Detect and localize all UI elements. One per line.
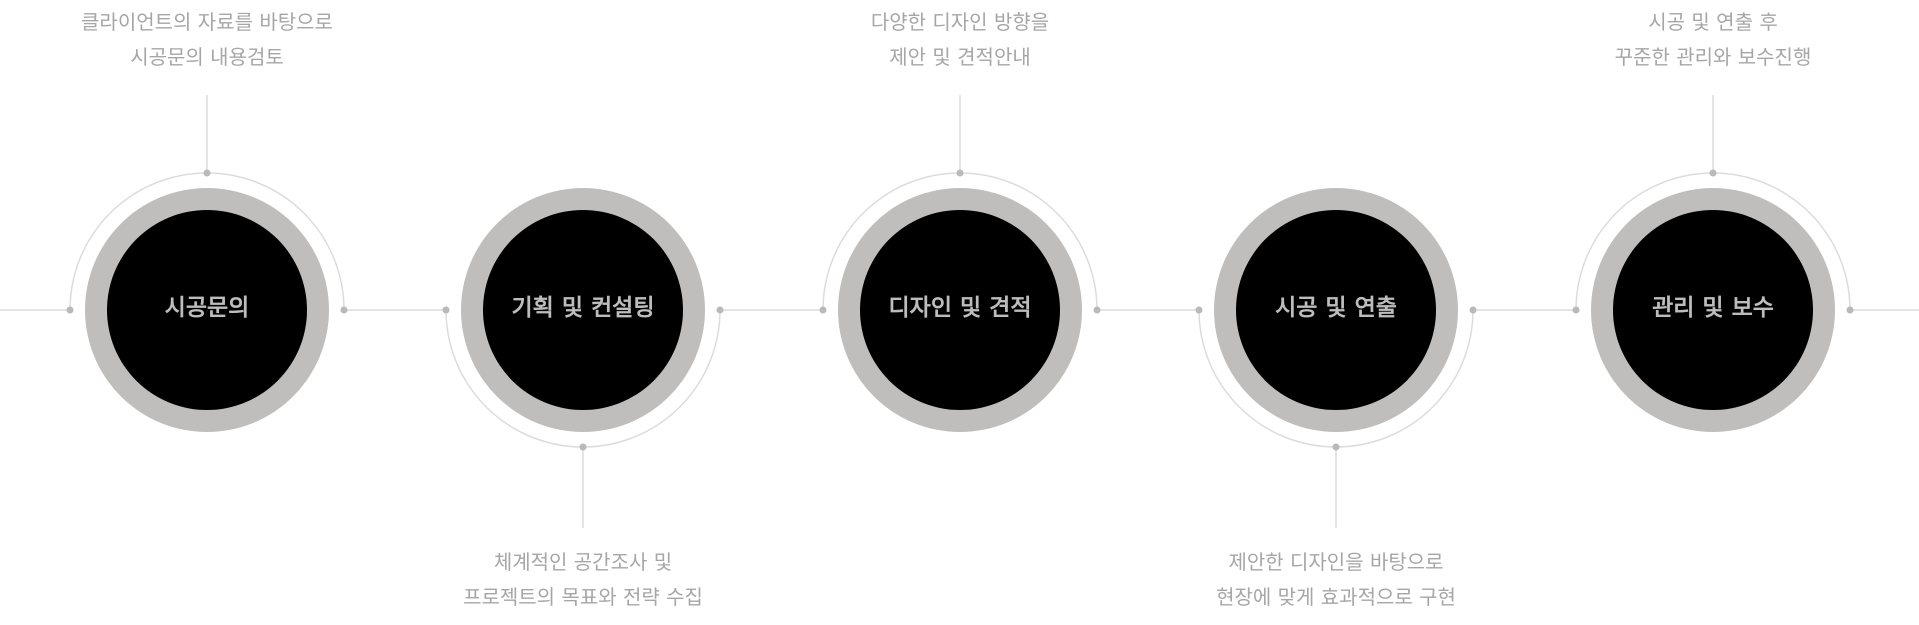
stem-dot <box>579 443 587 451</box>
step-caption-line: 제안한 디자인을 바탕으로 <box>1228 550 1444 574</box>
step-caption-line: 꾸준한 관리와 보수진행 <box>1614 45 1812 69</box>
step-core <box>860 210 1060 410</box>
connector-dot <box>1469 306 1477 314</box>
connector-dot <box>442 306 450 314</box>
step-core <box>1613 210 1813 410</box>
connector-dot <box>1572 306 1580 314</box>
step-title: 시공문의 <box>164 295 250 321</box>
connector-dot <box>1846 306 1854 314</box>
connector-dot <box>1093 306 1101 314</box>
stem-dot <box>956 169 964 177</box>
connector-dot <box>716 306 724 314</box>
connector-dot <box>66 306 74 314</box>
stem-dot <box>1332 443 1340 451</box>
step-title: 기획 및 컨설팅 <box>511 295 655 321</box>
stem-dot <box>1709 169 1717 177</box>
step-title: 시공 및 연출 <box>1275 295 1397 321</box>
connector-dot <box>819 306 827 314</box>
step-core <box>107 210 307 410</box>
step-caption-line: 다양한 디자인 방향을 <box>870 10 1050 34</box>
step-caption-line: 체계적인 공간조사 및 <box>493 550 673 574</box>
step-caption-line: 시공문의 내용검토 <box>130 45 284 69</box>
step-caption-line: 프로젝트의 목표와 전략 수집 <box>463 585 703 609</box>
connector-dot <box>340 306 348 314</box>
connector-dot <box>1195 306 1203 314</box>
step-caption-line: 제안 및 견적안내 <box>889 45 1031 69</box>
step-caption-line: 현장에 맞게 효과적으로 구현 <box>1216 585 1456 609</box>
step-core <box>1236 210 1436 410</box>
step-core <box>483 210 683 410</box>
step-title: 관리 및 보수 <box>1652 295 1774 321</box>
step-caption-line: 시공 및 연출 후 <box>1648 10 1778 34</box>
step-caption-line: 클라이언트의 자료를 바탕으로 <box>81 10 333 34</box>
step-title: 디자인 및 견적 <box>888 295 1032 321</box>
stem-dot <box>203 169 211 177</box>
